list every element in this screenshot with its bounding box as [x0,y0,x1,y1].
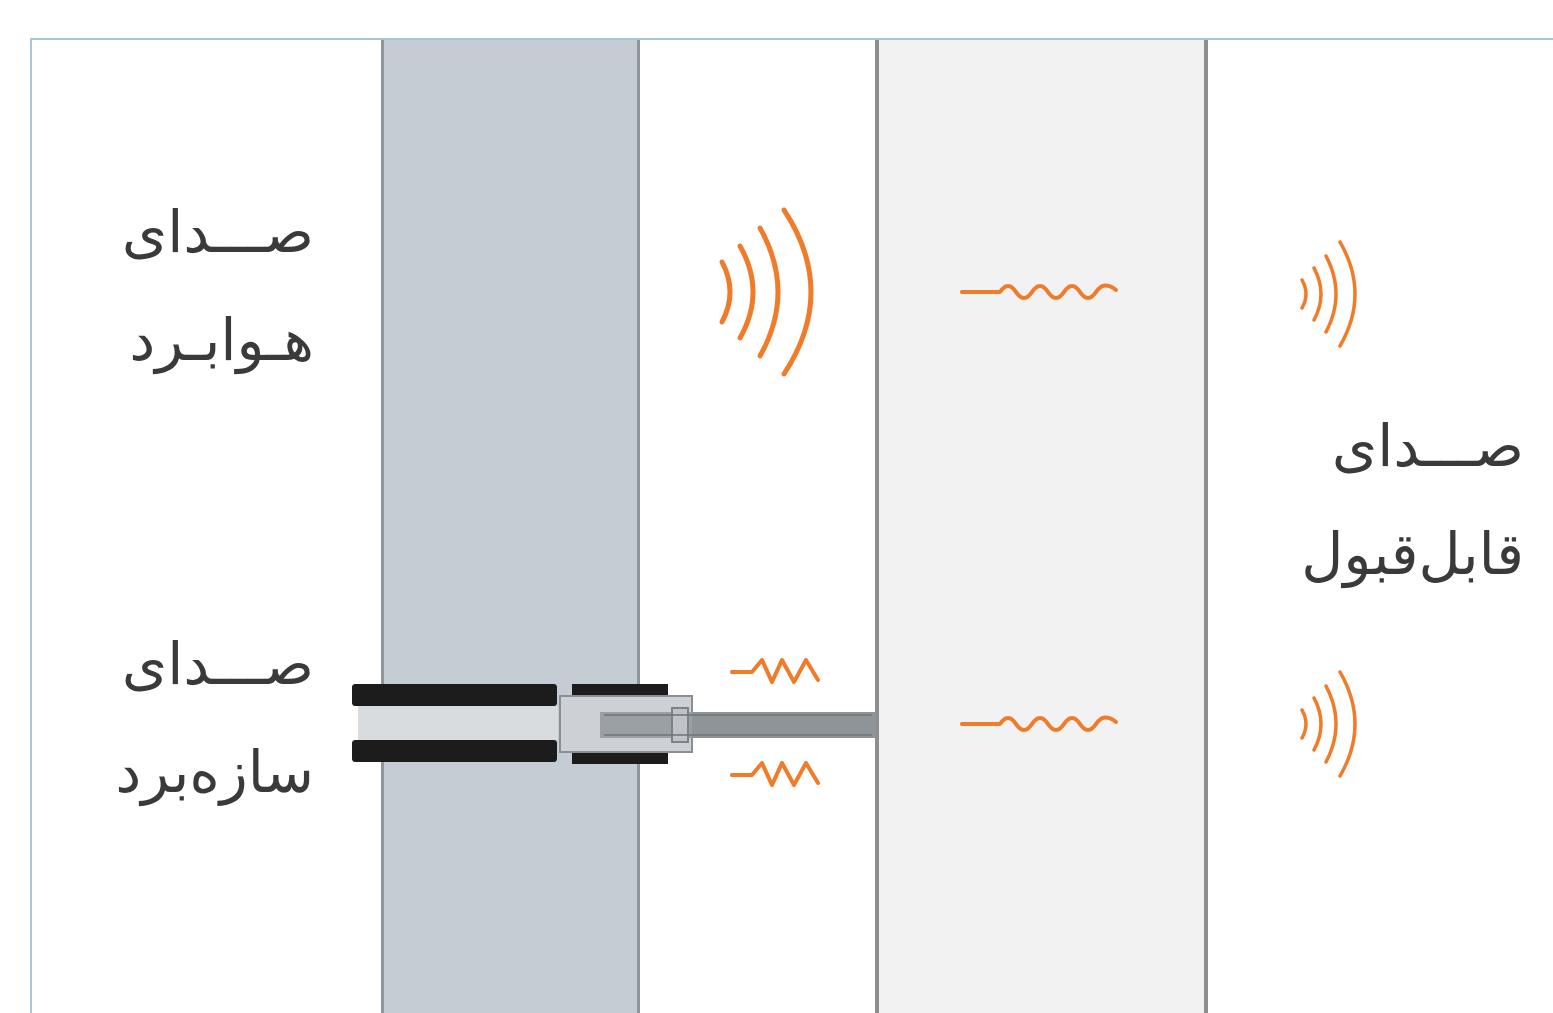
concrete-wall [381,40,640,1013]
anchor-sleeve-bottom [352,740,557,762]
small-wave-top-arc-4 [1338,240,1357,348]
small-wave-bottom-arc-2 [1312,696,1323,752]
small-wave-top-arc-2 [1312,266,1323,322]
wave-arc-1 [719,259,733,325]
threaded-rod [692,712,876,738]
small-wave-bottom-arc-3 [1324,684,1338,764]
threaded-rod-edges [604,714,872,736]
anchor-core [358,706,558,740]
anchor-collar-top [572,684,668,696]
acceptable-sound-label-line2: قابل‌قبول [1301,520,1524,588]
bolt-nut [671,707,689,743]
wave-arc-4 [781,207,814,377]
structure-borne-sound-label-line1: صـــدای [121,630,314,698]
acoustic-panel [875,40,1208,1013]
acceptable-sound-label: صـــدای قابل‌قبول [1262,392,1524,608]
squiggle-anchor-top [730,658,820,684]
frame-left-border [30,38,32,1013]
acceptable-sound-label-line1: صـــدای [1331,412,1524,480]
structure-borne-sound-label: صـــدای سازه‌برد [60,610,314,826]
wave-arc-2 [737,243,756,341]
small-wave-top-arc-1 [1300,278,1308,310]
frame-top-border [30,38,1553,40]
sound-wave-icon-small [1300,240,1357,778]
squiggle-panel-top [960,283,1118,300]
small-wave-top-arc-3 [1324,254,1338,334]
small-wave-bottom-arc-1 [1300,708,1308,740]
anchor-collar-bottom [572,752,668,764]
structure-borne-sound-label-line2: سازه‌برد [115,738,314,806]
anchor-sleeve-top [352,684,557,706]
airborne-sound-label-line2: هـوابـرد [129,306,314,374]
vibration-squiggle-icon [730,658,820,787]
airborne-sound-label: صـــدای هـوابـرد [60,178,314,394]
squiggle-panel-bottom [960,715,1118,732]
small-wave-bottom-arc-4 [1338,670,1357,778]
panel-vibration-squiggles [960,283,1118,732]
airborne-sound-label-line1: صـــدای [121,198,314,266]
wall-anchor-bolt-icon [352,684,876,764]
sound-wave-icon-large [719,207,814,377]
bolt-thread-inner [600,712,710,738]
wave-arc-3 [757,225,781,359]
squiggle-anchor-bottom [730,761,820,787]
